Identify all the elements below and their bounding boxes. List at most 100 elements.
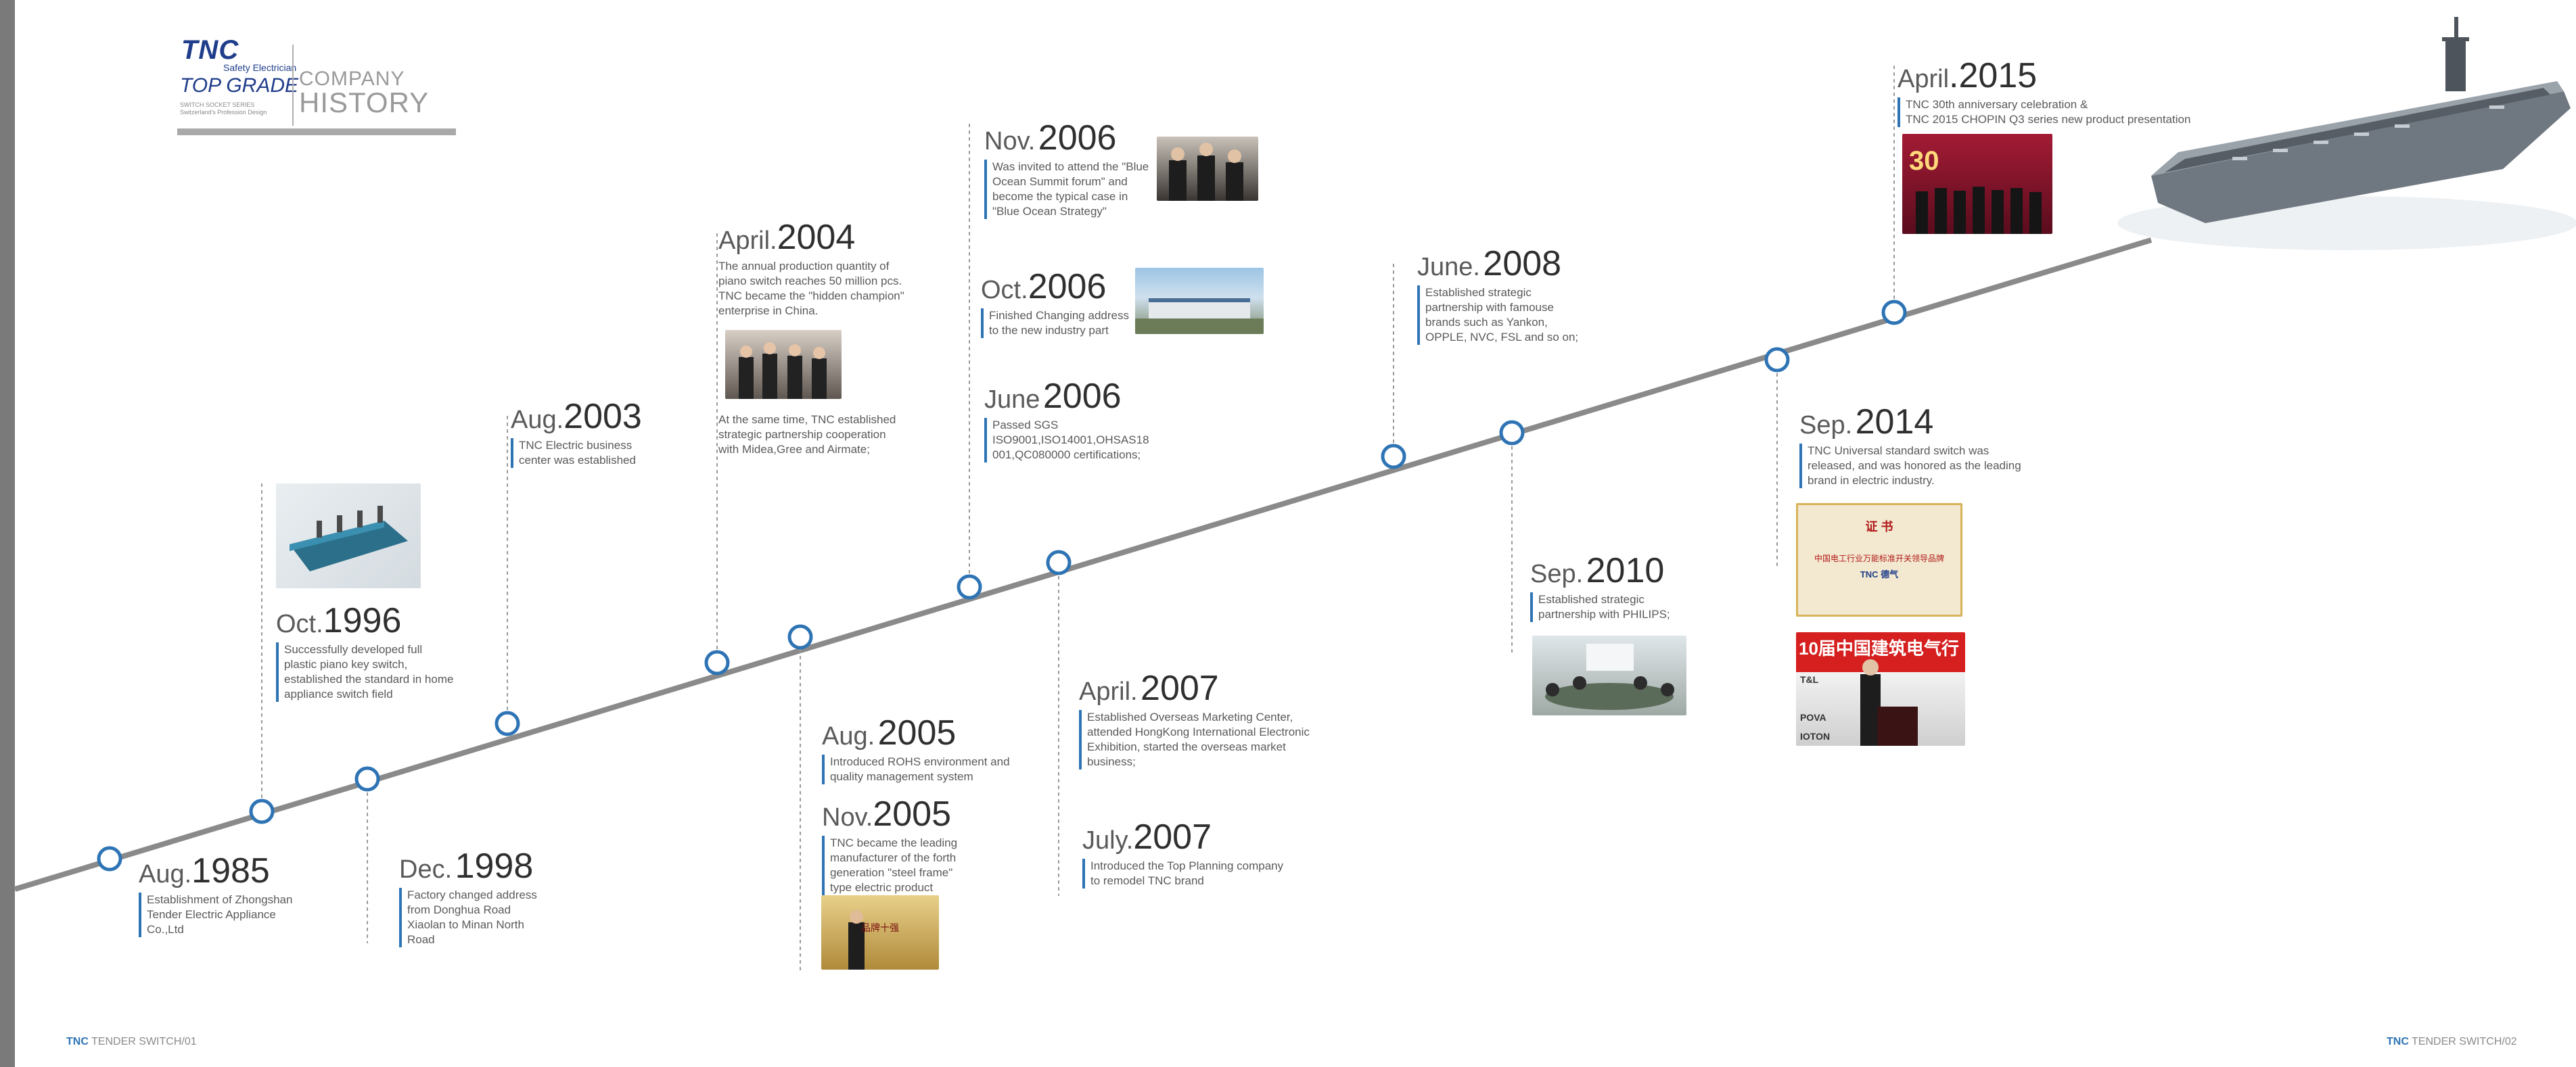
event-1996: Oct.1996 Successfully developed full pla…: [276, 603, 453, 702]
logo-company: COMPANY: [299, 68, 405, 90]
event-description: Established strategic partnership with P…: [1530, 592, 1670, 622]
event-year: 2008: [1483, 244, 1562, 283]
event-description: Established Overseas Marketing Center, a…: [1079, 710, 1310, 769]
event-year: 2003: [564, 397, 642, 436]
event-2014: Sep. 2014 TNC Universal standard switch …: [1799, 404, 2021, 488]
logo-underline: [177, 128, 456, 135]
forum-people-illustration: [1169, 143, 1243, 201]
philips-meeting-photo: [1532, 636, 1686, 715]
event-year: 2004: [777, 218, 856, 257]
event-year: 2014: [1855, 402, 1934, 442]
page-edge-strip: [0, 0, 15, 1067]
event-year: 1985: [191, 851, 270, 891]
event-2003: Aug.2003 TNC Electric business center wa…: [511, 399, 642, 468]
event-2006-oct: Oct.2006 Finished Changing address to th…: [981, 269, 1129, 338]
node-2014: [1764, 347, 1790, 373]
event-month: June.: [1417, 253, 1480, 281]
event-description: At the same time, TNC established strate…: [718, 413, 896, 456]
event-description: Was invited to attend the "Blue Ocean Su…: [984, 160, 1149, 219]
event-year: 2005: [873, 795, 952, 834]
event-year: 2005: [877, 713, 957, 753]
exhibition-sign-1: T&L: [1800, 674, 1819, 685]
event-month: Aug.: [139, 860, 192, 888]
exhibition-speech-photo: 10届中国建筑电气行 T&L POVA IOTON: [1796, 632, 1965, 746]
event-description: The annual production quantity of piano …: [718, 260, 904, 317]
event-2010: Sep. 2010 Established strategic partners…: [1530, 553, 1670, 622]
award-ceremony-photo: 品牌十强: [821, 895, 939, 970]
event-year: 2006: [1042, 377, 1122, 416]
people-group-illustration: [739, 342, 827, 399]
logo-brand-subtitle: Safety Electrician: [223, 62, 297, 73]
event-year: 2010: [1586, 551, 1665, 590]
event-description: Passed SGS ISO9001,ISO14001,OHSAS18 001,…: [984, 418, 1149, 463]
event-month: April.: [718, 227, 777, 255]
node-2008: [1381, 444, 1406, 469]
event-2007-july: July.2007 Introduced the Top Planning co…: [1082, 820, 1283, 888]
event-2015: April.2015 TNC 30th anniversary celebrat…: [1898, 58, 2190, 127]
event-month: Sep.: [1530, 560, 1584, 588]
node-2007: [1046, 550, 1072, 575]
event-description: TNC Universal standard switch was releas…: [1799, 444, 2021, 488]
award-presenter-illustration: [848, 910, 865, 970]
logo-tagline: SWITCH SOCKET SERIES Switzerland's Profe…: [180, 101, 267, 116]
exhibition-sign-3: IOTON: [1800, 731, 1831, 742]
event-2008: June. 2008 Established strategic partner…: [1417, 246, 1578, 345]
footer-right-brand: TNC: [2387, 1036, 2409, 1047]
award-banner: 品牌十强: [861, 922, 899, 933]
meeting-table-illustration: [1545, 644, 1674, 710]
event-description: Established strategic partnership with f…: [1417, 285, 1578, 345]
footer-right-text: TENDER SWITCH/02: [2412, 1036, 2517, 1047]
event-description: Introduced the Top Planning company to r…: [1082, 859, 1283, 888]
event-month: Nov.: [984, 127, 1036, 156]
event-month: Aug.: [511, 406, 564, 434]
event-year: 1996: [323, 601, 402, 640]
event-2007-april: April. 2007 Established Overseas Marketi…: [1079, 671, 1310, 769]
node-1996: [249, 799, 275, 824]
event-month: Aug.: [822, 722, 875, 751]
node-2004: [704, 650, 730, 675]
certificate-brand: TNC 德气: [1860, 569, 1899, 579]
footer-left-text: TENDER SWITCH/01: [91, 1036, 197, 1047]
node-1998: [354, 766, 380, 792]
footer-right: TNC TENDER SWITCH/02: [2387, 1036, 2517, 1048]
event-description: Finished Changing address to the new ind…: [981, 308, 1129, 338]
event-month: June: [984, 385, 1040, 414]
node-2003: [495, 711, 520, 736]
strategic-partnership-photo: [725, 330, 842, 399]
event-month: April: [1898, 65, 1950, 93]
certificate-header: 证 书: [1865, 520, 1893, 534]
anniversary-badge: 30: [1909, 146, 1939, 176]
celebration-crowd-illustration: [1916, 187, 2042, 234]
honor-certificate-image: 证 书 中国电工行业万能标准开关领导品牌 TNC 德气: [1796, 503, 1962, 617]
event-description: Factory changed address from Donghua Roa…: [399, 888, 537, 947]
event-year: .2015: [1949, 56, 2038, 95]
event-month: Nov.: [822, 803, 873, 832]
node-1985: [97, 846, 122, 872]
speaker-illustration: [1860, 659, 1918, 746]
event-description: Introduced ROHS environment and quality …: [822, 755, 1010, 784]
footer-left: TNC TENDER SWITCH/01: [66, 1036, 197, 1048]
footer-left-brand: TNC: [66, 1036, 89, 1047]
event-year: 2007: [1133, 817, 1212, 857]
event-month: July.: [1082, 826, 1134, 855]
event-2005-nov: Nov.2005 TNC became the leading manufact…: [822, 797, 957, 895]
node-2005: [787, 624, 813, 650]
node-2010: [1499, 420, 1525, 446]
event-2004-partnership: At the same time, TNC established strate…: [718, 408, 928, 457]
exhibition-banner: 10届中国建筑电气行: [1799, 638, 1959, 659]
anniversary-celebration-photo: 30: [1902, 134, 2052, 234]
factory-building-illustration: [1135, 298, 1264, 334]
event-month: Oct.: [981, 276, 1028, 304]
event-month: Dec.: [399, 855, 453, 884]
event-year: 1998: [455, 847, 534, 886]
blue-ocean-forum-photo: [1157, 137, 1258, 201]
industry-park-photo: [1135, 268, 1264, 334]
piano-switch-photo: [276, 483, 421, 588]
event-description: TNC Electric business center was establi…: [511, 438, 642, 468]
piano-switch-illustration: [290, 506, 408, 571]
logo-top-grade: TOP GRADE: [180, 74, 299, 97]
exhibition-sign-2: POVA: [1800, 712, 1826, 723]
event-2005-aug: Aug. 2005 Introduced ROHS environment an…: [822, 715, 1010, 784]
event-1985: Aug.1985 Establishment of Zhongshan Tend…: [139, 853, 292, 937]
event-description: Successfully developed full plastic pian…: [276, 642, 453, 702]
